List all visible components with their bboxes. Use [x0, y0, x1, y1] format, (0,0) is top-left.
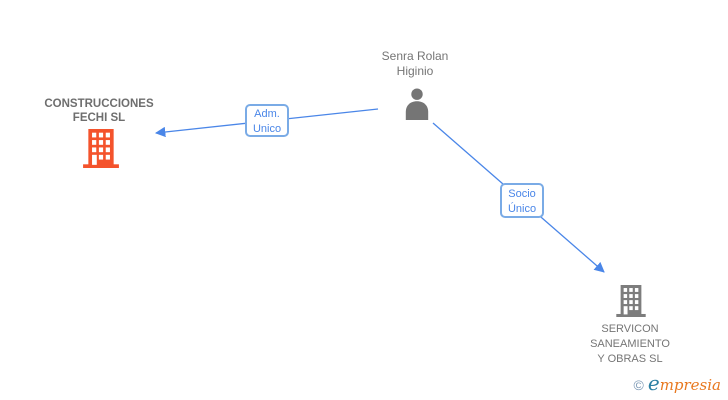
- company-left-name-line2: FECHI SL: [72, 112, 126, 124]
- company-right-name-line3: Y OBRAS SL: [597, 353, 663, 365]
- edge-label-socio-unico: Socio Único: [500, 183, 544, 218]
- company-right-node[interactable]: [616, 285, 646, 317]
- brand-wordmark: mpresia: [659, 376, 721, 394]
- edge-label-adm-line2: Unico: [252, 123, 282, 135]
- person-name-line2: Higinio: [396, 64, 434, 78]
- building-icon-orange: [83, 129, 119, 172]
- person-icon: [401, 88, 433, 124]
- brand-letter-e: e: [647, 371, 660, 395]
- building-icon-gray: [616, 285, 646, 321]
- person-name: Senra Rolan Higinio: [340, 49, 490, 79]
- edge-label-socio-line1: Socio: [508, 188, 536, 200]
- empresia-watermark: © e mpresia: [634, 371, 721, 395]
- company-left-name-line1: CONSTRUCCIONES: [44, 98, 154, 110]
- edge-label-socio-line2: Único: [507, 203, 537, 215]
- person-name-line1: Senra Rolan: [381, 49, 449, 63]
- person-node[interactable]: [401, 87, 433, 120]
- copyright-icon: ©: [633, 377, 644, 393]
- company-right-name-line1: SERVICON: [601, 323, 659, 335]
- edge-label-adm-unico: Adm. Unico: [245, 104, 289, 137]
- company-left-name: CONSTRUCCIONES FECHI SL: [24, 97, 174, 125]
- company-right-name-line2: SANEAMIENTO: [590, 338, 670, 350]
- company-right-name: SERVICON SANEAMIENTO Y OBRAS SL: [555, 322, 705, 367]
- edge-label-adm-line1: Adm.: [254, 108, 280, 120]
- company-left-node[interactable]: [83, 129, 119, 168]
